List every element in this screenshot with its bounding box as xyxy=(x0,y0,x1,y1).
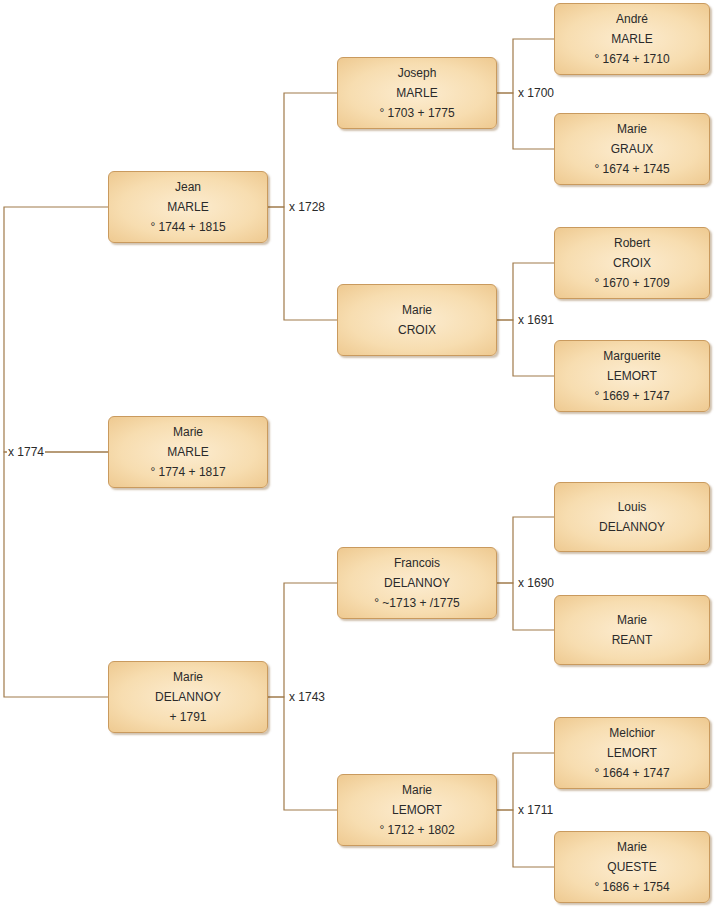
marriage-label: x 1728 xyxy=(288,200,326,214)
surname: REANT xyxy=(612,630,653,650)
given-name: Marie xyxy=(617,610,647,630)
marriage-label: x 1691 xyxy=(517,313,555,327)
ancestor-box: AndréMARLE° 1674 + 1710 xyxy=(554,3,710,75)
given-name: Marie xyxy=(617,119,647,139)
ancestor-box: JeanMARLE° 1744 + 1815 xyxy=(108,171,268,243)
ancestor-box: MarieLEMORT° 1712 + 1802 xyxy=(337,774,497,846)
ancestor-box: MarieGRAUX° 1674 + 1745 xyxy=(554,113,710,185)
given-name: Jean xyxy=(175,177,201,197)
ancestor-box: MarieMARLE° 1774 + 1817 xyxy=(108,416,268,488)
surname: MARLE xyxy=(167,197,208,217)
life-dates: ° 1670 + 1709 xyxy=(594,273,669,293)
lineage-connector xyxy=(4,207,108,452)
lineage-connector xyxy=(497,753,554,810)
ancestor-box: LouisDELANNOY xyxy=(554,482,710,552)
life-dates: ° 1744 + 1815 xyxy=(150,217,225,237)
ancestor-box: MarieREANT xyxy=(554,595,710,665)
given-name: Joseph xyxy=(398,63,437,83)
lineage-connector xyxy=(268,583,337,697)
lineage-connector xyxy=(497,39,554,93)
lineage-connector xyxy=(497,263,554,320)
life-dates: ° 1686 + 1754 xyxy=(594,877,669,897)
marriage-label: x 1700 xyxy=(517,86,555,100)
marriage-label: x 1711 xyxy=(517,803,554,817)
surname: LEMORT xyxy=(607,743,657,763)
given-name: André xyxy=(616,9,648,29)
life-dates: ° ~1713 + /1775 xyxy=(374,593,460,613)
given-name: Francois xyxy=(394,553,440,573)
lineage-connector xyxy=(4,452,108,697)
life-dates: ° 1674 + 1745 xyxy=(594,159,669,179)
surname: QUESTE xyxy=(607,857,656,877)
lineage-connector xyxy=(497,93,554,149)
surname: DELANNOY xyxy=(599,517,665,537)
given-name: Melchior xyxy=(609,723,654,743)
marriage-label: x 1774 xyxy=(7,445,45,459)
surname: LEMORT xyxy=(607,366,657,386)
ancestor-box: RobertCROIX° 1670 + 1709 xyxy=(554,227,710,299)
surname: CROIX xyxy=(613,253,651,273)
life-dates: ° 1712 + 1802 xyxy=(379,820,454,840)
ancestor-box: JosephMARLE° 1703 + 1775 xyxy=(337,57,497,129)
lineage-connector xyxy=(497,517,554,583)
marriage-label: x 1690 xyxy=(517,576,555,590)
lineage-connector xyxy=(268,93,337,207)
lineage-connector xyxy=(268,207,337,320)
life-dates: + 1791 xyxy=(169,707,206,727)
surname: MARLE xyxy=(396,83,437,103)
life-dates: ° 1703 + 1775 xyxy=(379,103,454,123)
given-name: Marguerite xyxy=(603,346,660,366)
life-dates: ° 1774 + 1817 xyxy=(150,462,225,482)
ancestor-box: MargueriteLEMORT° 1669 + 1747 xyxy=(554,340,710,412)
lineage-connector xyxy=(497,810,554,867)
life-dates: ° 1664 + 1747 xyxy=(594,763,669,783)
life-dates: ° 1669 + 1747 xyxy=(594,386,669,406)
given-name: Marie xyxy=(617,837,647,857)
life-dates: ° 1674 + 1710 xyxy=(594,49,669,69)
marriage-label: x 1743 xyxy=(288,690,326,704)
ancestor-box: MarieDELANNOY+ 1791 xyxy=(108,661,268,733)
lineage-connector xyxy=(268,697,337,810)
given-name: Marie xyxy=(173,422,203,442)
ancestor-box: FrancoisDELANNOY° ~1713 + /1775 xyxy=(337,547,497,619)
ancestor-box: MelchiorLEMORT° 1664 + 1747 xyxy=(554,717,710,789)
surname: DELANNOY xyxy=(155,687,221,707)
surname: MARLE xyxy=(611,29,652,49)
given-name: Robert xyxy=(614,233,650,253)
ancestor-box: MarieCROIX xyxy=(337,284,497,356)
surname: DELANNOY xyxy=(384,573,450,593)
surname: CROIX xyxy=(398,320,436,340)
given-name: Marie xyxy=(402,300,432,320)
given-name: Marie xyxy=(173,667,203,687)
lineage-connector xyxy=(497,583,554,630)
ancestor-box: MarieQUESTE° 1686 + 1754 xyxy=(554,831,710,903)
given-name: Marie xyxy=(402,780,432,800)
surname: GRAUX xyxy=(611,139,654,159)
surname: LEMORT xyxy=(392,800,442,820)
lineage-connector xyxy=(497,320,554,376)
surname: MARLE xyxy=(167,442,208,462)
given-name: Louis xyxy=(618,497,647,517)
